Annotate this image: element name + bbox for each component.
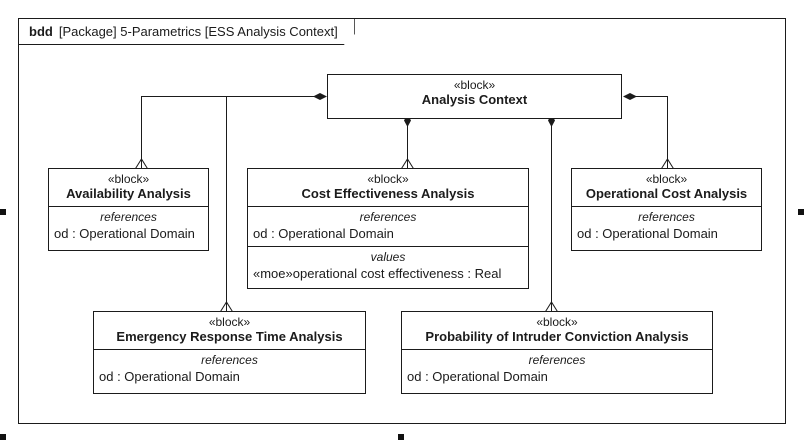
block-probability-conviction-references-compartment: references od : Operational Domain — [402, 350, 712, 389]
connector-bus-right — [636, 96, 668, 98]
block-availability-analysis[interactable]: «block» Availability Analysis references… — [48, 168, 209, 251]
block-cost-effectiveness-analysis-stereotype: «block» — [367, 172, 409, 186]
crop-mark-bottom-center — [398, 434, 404, 440]
block-availability-analysis-name: Availability Analysis — [66, 186, 191, 201]
arrowhead-cost-effectiveness — [402, 159, 413, 168]
block-analysis-context-header: «block» Analysis Context — [328, 75, 621, 112]
block-probability-of-intruder-conviction-analysis[interactable]: «block» Probability of Intruder Convicti… — [401, 311, 713, 394]
compartment-title-references: references — [201, 353, 258, 367]
crop-mark-right — [798, 209, 804, 215]
connector-bus-left — [141, 96, 317, 98]
connector-to-probability-conviction — [551, 120, 553, 311]
compartment-item-od-operational-domain: od : Operational Domain — [253, 226, 394, 241]
compartment-item-od-operational-domain: od : Operational Domain — [99, 369, 240, 384]
arrowhead-operational-cost — [662, 159, 673, 168]
block-operational-cost-analysis-name: Operational Cost Analysis — [585, 186, 748, 201]
block-probability-of-intruder-conviction-analysis-header: «block» Probability of Intruder Convicti… — [402, 312, 712, 350]
compartment-item-moe-operational-cost-effectiveness: «moe»operational cost effectiveness : Re… — [253, 266, 502, 281]
block-operational-cost-analysis-header: «block» Operational Cost Analysis — [572, 169, 761, 207]
connector-to-cost-effectiveness — [407, 120, 409, 168]
arrowhead-emergency-response — [221, 302, 232, 311]
block-cost-effectiveness-analysis-name: Cost Effectiveness Analysis — [301, 186, 475, 201]
block-availability-analysis-header: «block» Availability Analysis — [49, 169, 208, 207]
compartment-title-references: references — [638, 210, 695, 224]
block-emergency-response-time-analysis[interactable]: «block» Emergency Response Time Analysis… — [93, 311, 366, 394]
diagram-kind-label: bdd — [29, 24, 53, 39]
block-emergency-response-references-compartment: references od : Operational Domain — [94, 350, 365, 389]
composition-diamond-bottom-right — [548, 114, 555, 127]
composition-diamond-bottom-left — [404, 114, 411, 127]
block-probability-of-intruder-conviction-analysis-name: Probability of Intruder Conviction Analy… — [425, 329, 689, 344]
composition-diamond-left — [313, 93, 327, 100]
compartment-item-od-operational-domain: od : Operational Domain — [407, 369, 548, 384]
block-emergency-response-time-analysis-stereotype: «block» — [208, 315, 251, 329]
diagram-frame: bdd [Package] 5-Parametrics [ESS Analysi… — [18, 18, 786, 424]
connector-to-availability — [141, 96, 143, 168]
composition-diamond-right — [623, 93, 637, 100]
connector-to-emergency-response — [226, 96, 228, 311]
arrowhead-availability — [136, 159, 147, 168]
compartment-title-references: references — [100, 210, 157, 224]
diagram-title-label: [Package] 5-Parametrics [ESS Analysis Co… — [58, 24, 338, 39]
block-analysis-context[interactable]: «block» Analysis Context — [327, 74, 622, 119]
crop-mark-bottom-left — [0, 434, 6, 440]
block-analysis-context-name: Analysis Context — [421, 92, 528, 107]
compartment-item-od-operational-domain: od : Operational Domain — [54, 226, 195, 241]
block-analysis-context-stereotype: «block» — [453, 78, 496, 92]
block-operational-cost-references-compartment: references od : Operational Domain — [572, 207, 761, 246]
connector-to-operational-cost — [667, 96, 669, 168]
block-cost-effectiveness-references-compartment: references od : Operational Domain — [248, 207, 528, 247]
block-operational-cost-analysis[interactable]: «block» Operational Cost Analysis refere… — [571, 168, 762, 251]
block-availability-analysis-references-compartment: references od : Operational Domain — [49, 207, 208, 246]
diagram-frame-title-tab: bdd [Package] 5-Parametrics [ESS Analysi… — [19, 19, 355, 45]
block-cost-effectiveness-analysis[interactable]: «block» Cost Effectiveness Analysis refe… — [247, 168, 529, 289]
block-cost-effectiveness-analysis-header: «block» Cost Effectiveness Analysis — [248, 169, 528, 207]
compartment-title-values: values — [370, 250, 406, 264]
crop-mark-left — [0, 209, 6, 215]
block-operational-cost-analysis-stereotype: «block» — [645, 172, 688, 186]
block-probability-of-intruder-conviction-analysis-stereotype: «block» — [536, 315, 578, 329]
block-cost-effectiveness-values-compartment: values «moe»operational cost effectivene… — [248, 247, 528, 286]
compartment-item-od-operational-domain: od : Operational Domain — [577, 226, 718, 241]
block-availability-analysis-stereotype: «block» — [107, 172, 150, 186]
compartment-title-references: references — [528, 353, 586, 367]
compartment-title-references: references — [359, 210, 417, 224]
block-emergency-response-time-analysis-name: Emergency Response Time Analysis — [116, 329, 343, 344]
arrowhead-probability-conviction — [546, 302, 557, 311]
block-emergency-response-time-analysis-header: «block» Emergency Response Time Analysis — [94, 312, 365, 350]
